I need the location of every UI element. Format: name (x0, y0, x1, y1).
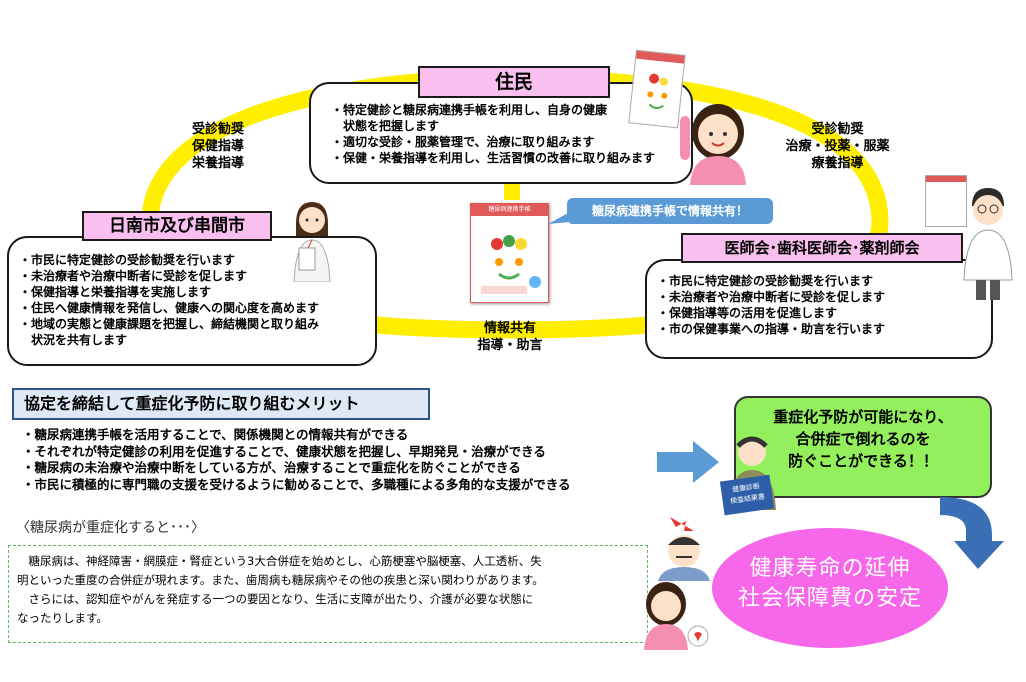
medical-item: ・市の保健事業への指導・助言を行います (657, 322, 886, 336)
city-item: 状況を共有します (19, 333, 128, 347)
merits-list: ・糖尿病連携手帳を活用することで、関係機関との情報共有ができる ・それぞれが特定… (22, 427, 571, 493)
city-staff-icon (293, 202, 331, 282)
prevention-line: 重症化予防が可能になり、 (773, 408, 953, 426)
city-title: 日南市及び串間市 (82, 211, 272, 241)
prevention-line: 合併症で倒れるのを (795, 430, 931, 448)
doctor-icon (963, 188, 1013, 300)
merit-item: ・それぞれが特定健診の利用を促進することで、健康状態を把握し、早期発見・治療がで… (22, 443, 546, 459)
notebook-held-icon (628, 49, 686, 129)
residents-item: ・適切な受診・服薬管理で、治療に取り組みます (331, 135, 595, 149)
merit-item: ・市民に積極的に専門職の支援を受けるように勧めることで、多職種による多角的な支援… (22, 476, 571, 492)
medical-title: 医師会･歯科医師会･薬剤師会 (681, 233, 963, 263)
residents-box: ・特定健診と糖尿病連携手帳を利用し、自身の健康 状態を把握します ・適切な受診・… (309, 82, 693, 184)
flow-left: 受診勧奨保健指導栄養指導 (191, 122, 244, 171)
residents-item: 状態を把握します (331, 119, 440, 133)
prevention-box: 重症化予防が可能になり、 合併症で倒れるのを 防ぐことができる！！ (734, 396, 992, 498)
city-box: ・市民に特定健診の受診勧奨を行います ・未治療者や治療中断者に受診を促します ・… (7, 236, 377, 366)
outcome-line: 社会保障費の安定 (737, 586, 922, 611)
outcome-ellipse: 健康寿命の延伸 社会保障費の安定 (712, 528, 948, 648)
merit-item: ・糖尿病の未治療や治療中断をしている方が、治療することで重症化を防ぐことができる (22, 460, 521, 475)
vegetable-face-icon (481, 235, 541, 294)
prevention-line: 防ぐことができる！！ (788, 452, 938, 470)
resident-woman-icon (680, 104, 746, 185)
complications-line: なったりします。 (17, 611, 108, 625)
city-item: ・住民へ健康情報を発信し、健康への関心度を高めます (19, 301, 320, 315)
complications-line: 糖尿病は、神経障害・網膜症・腎症という3大合併症を始めとし、心筋梗塞や脳梗塞、人… (17, 554, 542, 568)
outcome-line: 健康寿命の延伸 (749, 556, 911, 581)
residents-item: ・特定健診と糖尿病連携手帳を利用し、自身の健康 (331, 103, 608, 117)
severity-heading: 〈糖尿病が重症化すると･･･〉 (16, 520, 205, 536)
medical-box: ・市民に特定健診の受診勧奨を行います ・未治療者や治療中断者に受診を促します ・… (645, 259, 993, 359)
complications-line: さらには、認知症やがんを発症する一つの要因となり、生活に支障が出たり、介護が必要… (17, 592, 534, 606)
sick-woman-icon (644, 582, 709, 650)
notebook-cover-title: 糖尿病連携手帳 (471, 204, 548, 216)
diabetes-notebook-icon: 糖尿病連携手帳 (470, 203, 549, 303)
flow-right: 受診勧奨治療・投薬・服薬療養指導 (785, 122, 890, 171)
medical-item: ・保健指導等の活用を促進します (657, 306, 838, 320)
residents-title: 住民 (418, 66, 610, 98)
complications-text: 糖尿病は、神経障害・網膜症・腎症という3大合併症を始めとし、心筋梗塞や脳梗塞、人… (8, 545, 648, 643)
city-item: ・保健指導と栄養指導を実施します (19, 285, 212, 299)
merit-item: ・糖尿病連携手帳を活用することで、関係機関との情報共有ができる (22, 427, 409, 442)
complications-line: 明といった重度の合併症が現れます。また、歯周病も糖尿病やその他の疾患と深い関わり… (17, 573, 544, 587)
medical-item: ・未治療者や治療中断者に受診を促します (657, 290, 886, 304)
sick-man-icon (658, 517, 710, 581)
right-arrow-icon (657, 441, 719, 483)
city-item: ・未治療者や治療中断者に受診を促します (19, 269, 248, 283)
doctor-notebook-icon (925, 175, 967, 227)
bubble-tail-icon (548, 212, 570, 224)
info-share-bubble: 糖尿病連携手帳で情報共有！ (567, 198, 773, 224)
city-item: ・地域の実態と健康課題を把握し、締結機関と取り組み (19, 317, 320, 331)
curved-arrow-icon (940, 497, 1004, 569)
health-checkup-book-icon: 健康診断 検査結果書 (719, 474, 775, 516)
residents-item: ・保健・栄養指導を利用し、生活習慣の改善に取り組みます (331, 151, 656, 165)
flow-bottom: 情報共有指導・助言 (477, 321, 543, 353)
medical-item: ・市民に特定健診の受診勧奨を行います (657, 274, 874, 288)
city-item: ・市民に特定健診の受診勧奨を行います (19, 253, 236, 267)
merits-title: 協定を締結して重症化予防に取り組むメリット (12, 388, 430, 420)
